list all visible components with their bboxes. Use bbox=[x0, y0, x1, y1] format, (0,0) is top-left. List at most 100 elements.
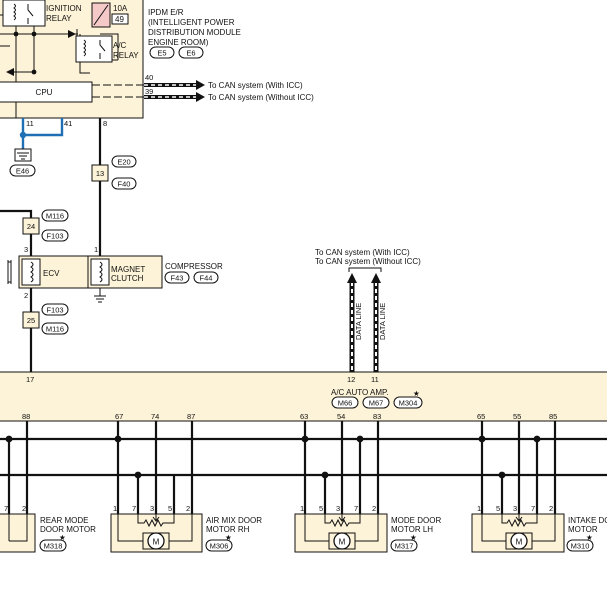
motor-name-2: DOOR MOTOR bbox=[40, 525, 96, 534]
amp-pin-67: 67 bbox=[115, 412, 123, 421]
ignition-relay-switch-icon bbox=[27, 4, 34, 24]
motor-pin: 2 bbox=[372, 504, 376, 513]
bus-wiring bbox=[0, 435, 607, 479]
connector-f40-shape bbox=[111, 177, 137, 190]
amp-pin-12: 12 bbox=[347, 375, 355, 384]
connector-f103-bottom: F103 bbox=[46, 306, 63, 315]
arrow-icon bbox=[196, 92, 205, 102]
inline-connector-24-pin: 24 bbox=[27, 222, 35, 231]
ecv-branch: 24 M116 F103 3 ECV 2 25 F103 M116 bbox=[0, 209, 163, 372]
compressor-pin-1: 1 bbox=[94, 245, 98, 254]
ipdm-connector-e5-shape bbox=[149, 46, 175, 59]
fuse-icon bbox=[93, 4, 109, 26]
ac-relay-label-1: A/C bbox=[113, 41, 127, 50]
connector-f40: F40 bbox=[118, 180, 131, 189]
motor-pin: 7 bbox=[354, 504, 358, 513]
can-no-icc-label: To CAN system (Without ICC) bbox=[208, 93, 314, 102]
ipdm-pin-8: 8 bbox=[103, 119, 107, 128]
amp-pin-54: 54 bbox=[337, 412, 345, 421]
amp-pin-85: 85 bbox=[549, 412, 557, 421]
connector-m116-top: M116 bbox=[46, 212, 64, 221]
motor-symbol: M bbox=[516, 538, 523, 547]
inline-connector-24-box bbox=[22, 217, 40, 235]
motor-name-1: AIR MIX DOOR bbox=[206, 516, 262, 525]
motor-connector-shape bbox=[39, 539, 67, 552]
amp-pin-87: 87 bbox=[187, 412, 195, 421]
ipdm-junction bbox=[31, 69, 37, 75]
amp-connector-m67-shape bbox=[362, 396, 390, 409]
ecv-coil-icon bbox=[30, 261, 34, 283]
ground-wiring: E46 bbox=[9, 118, 64, 177]
motor-name-2: MOTOR LH bbox=[391, 525, 433, 534]
wire bbox=[7, 421, 29, 514]
ac-relay-label-2: RELAY bbox=[113, 51, 139, 60]
potentiometer-icon bbox=[501, 514, 538, 528]
wire bbox=[480, 421, 557, 514]
amp-pin-17: 17 bbox=[26, 375, 34, 384]
amp-connector-m66-shape bbox=[331, 396, 359, 409]
ipdm-pin-39: 39 bbox=[145, 87, 153, 96]
motor-star-icon: ★ bbox=[59, 533, 66, 542]
diode-icon bbox=[68, 30, 76, 38]
data-line-label-a: DATA LINE bbox=[354, 303, 363, 340]
motor-pin: 1 bbox=[300, 504, 304, 513]
connector-f103-shape-2 bbox=[41, 303, 69, 316]
motor-name-2: MOTOR bbox=[568, 525, 598, 534]
amp-title: A/C AUTO AMP. bbox=[331, 388, 389, 397]
amp-pin-88: 88 bbox=[22, 412, 30, 421]
connector-m116-shape bbox=[41, 209, 69, 222]
motor-icon-frame bbox=[328, 532, 356, 550]
ac-auto-amp: 17 12 11 A/C AUTO AMP. M66 M67 M304 ★ 88… bbox=[0, 371, 607, 422]
clutch-label-1: MAGNET bbox=[111, 265, 145, 274]
motor-pin: 2 bbox=[549, 504, 553, 513]
amp-body bbox=[0, 371, 607, 422]
fuse-number-box bbox=[111, 13, 129, 25]
ipdm-module: IGNITION RELAY 10A 49 IPDM E/R (INTELLIG… bbox=[0, 0, 314, 128]
ecv-pin-3: 3 bbox=[24, 245, 28, 254]
motor-star-icon: ★ bbox=[410, 533, 417, 542]
amp-pin-65: 65 bbox=[477, 412, 485, 421]
motor-pin: 2 bbox=[22, 504, 26, 513]
ground-connector-e46: E46 bbox=[16, 167, 29, 176]
motor-connector: M310 bbox=[571, 542, 590, 551]
arrow-up-icon bbox=[371, 273, 381, 283]
ipdm-internal-wire bbox=[0, 14, 119, 118]
ground-terminal-box bbox=[14, 148, 32, 162]
motor-pin: 2 bbox=[186, 504, 190, 513]
motor-internal-wire bbox=[117, 514, 193, 542]
motor-icon-frame bbox=[505, 532, 533, 550]
inline-connector-13-box bbox=[91, 164, 109, 182]
amp-connector-m304-shape bbox=[393, 396, 423, 409]
ground-junction bbox=[19, 131, 27, 139]
amp-pin-55: 55 bbox=[513, 412, 521, 421]
compressor-title: COMPRESSOR bbox=[165, 262, 223, 271]
motor-symbol: M bbox=[153, 538, 160, 547]
motor-connector: M317 bbox=[395, 542, 414, 551]
motor-symbol: M bbox=[339, 538, 346, 547]
inline-connector-25-box bbox=[22, 311, 40, 329]
potentiometer-icon bbox=[137, 514, 175, 528]
ipdm-pin-40: 40 bbox=[145, 73, 153, 82]
motor-internal-wire bbox=[8, 514, 28, 542]
amp-star-icon: ★ bbox=[413, 389, 420, 398]
ipdm-title-3: DISTRIBUTION MODULE bbox=[148, 28, 241, 37]
arrow-icon bbox=[196, 80, 205, 90]
connector-m116-shape-2 bbox=[41, 322, 69, 335]
motor-box bbox=[0, 513, 36, 553]
clutch-coil-icon bbox=[99, 261, 103, 283]
connector-m116-bottom: M116 bbox=[46, 325, 64, 334]
inline-connector-13-pin: 13 bbox=[96, 169, 104, 178]
compressor: 1 MAGNET CLUTCH COMPRESSOR F43 F44 bbox=[87, 245, 223, 303]
motor-pin: 7 bbox=[531, 504, 535, 513]
motor-pin: 7 bbox=[4, 504, 8, 513]
motor-connector: M306 bbox=[210, 542, 229, 551]
amp-can-lines: To CAN system (With ICC) To CAN system (… bbox=[315, 248, 421, 372]
ecv-label: ECV bbox=[43, 269, 60, 278]
data-line-label-b: DATA LINE bbox=[378, 303, 387, 340]
motor-star-icon: ★ bbox=[586, 533, 593, 542]
connector-f103-shape bbox=[41, 229, 69, 242]
compressor-connector-f43-shape bbox=[164, 271, 190, 284]
motor-connector: M318 bbox=[44, 542, 63, 551]
ac-relay-switch-icon bbox=[99, 40, 106, 59]
motor-connector-shape bbox=[566, 539, 594, 552]
